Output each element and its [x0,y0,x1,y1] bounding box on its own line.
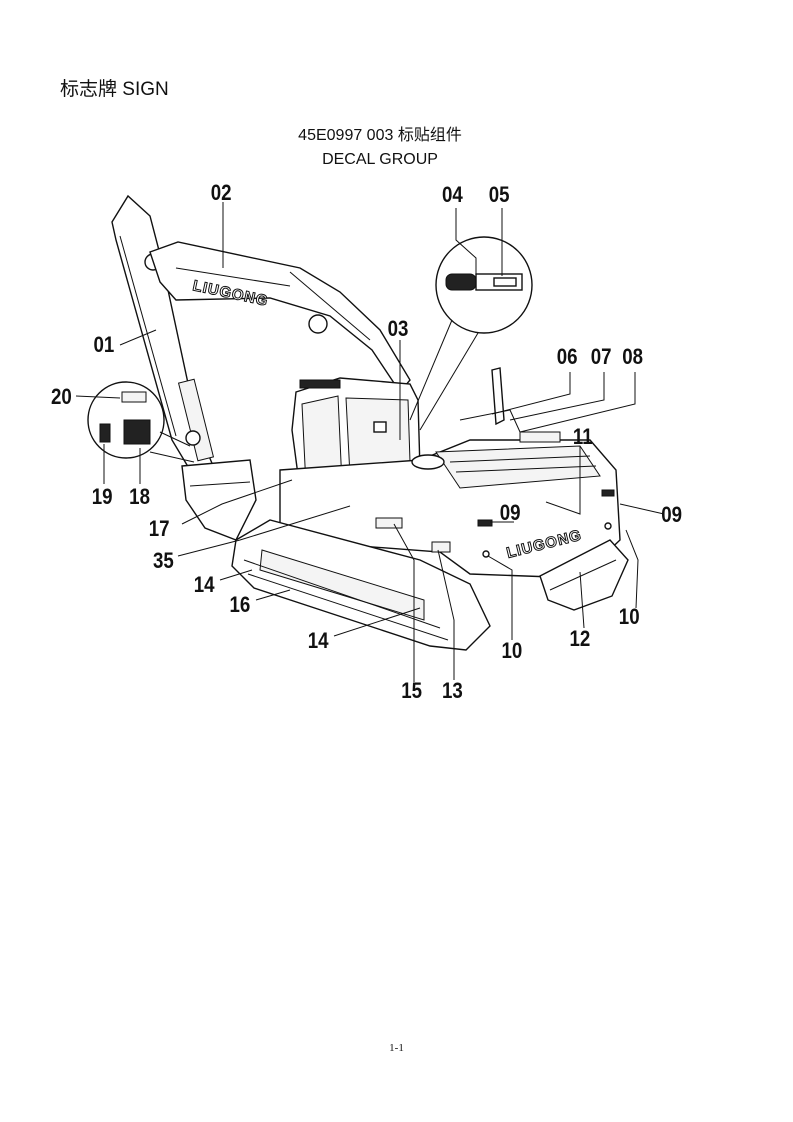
excavator-decal-diagram: LIUGONG LIUGONG [51,182,682,704]
callout-13: 13 [442,680,463,704]
callout-10-b: 10 [619,606,640,630]
callout-17: 17 [149,518,170,542]
callout-labels: 02 01 03 04 05 06 07 08 09 09 10 10 11 1… [51,182,682,704]
boom-drawing: LIUGONG [149,241,411,394]
cab-drawing [291,377,421,491]
callout-03: 03 [388,318,409,342]
callout-01: 01 [94,334,115,358]
leader-lines [75,202,665,682]
callout-06: 06 [557,346,578,370]
callout-12: 12 [570,628,591,652]
callout-08: 08 [622,346,643,370]
callout-14-a: 14 [194,574,215,598]
callout-20: 20 [51,386,72,410]
callout-35: 35 [153,550,174,574]
detail-circle-left [87,381,195,463]
callout-15: 15 [401,680,422,704]
callout-19: 19 [92,486,113,510]
undercarriage-drawing [231,519,629,651]
callout-18: 18 [129,486,150,510]
detail-circle-top [409,236,533,431]
page-number: 1-1 [389,1042,404,1054]
group-name-title: DECAL GROUP [322,151,438,168]
callout-09-b: 09 [661,504,682,528]
callout-09-a: 09 [500,502,521,526]
callout-05: 05 [489,184,510,208]
callout-11: 11 [573,426,593,450]
callout-10-a: 10 [502,640,523,664]
callout-07: 07 [591,346,612,370]
callout-16: 16 [230,594,251,618]
callout-14-b: 14 [308,630,329,654]
callout-02: 02 [211,182,232,206]
section-title: 标志牌 SIGN [60,79,169,100]
upper-structure-drawing: LIUGONG [279,367,621,579]
callout-04: 04 [442,184,463,208]
group-code-title: 45E0997 003 标贴组件 [298,127,462,144]
